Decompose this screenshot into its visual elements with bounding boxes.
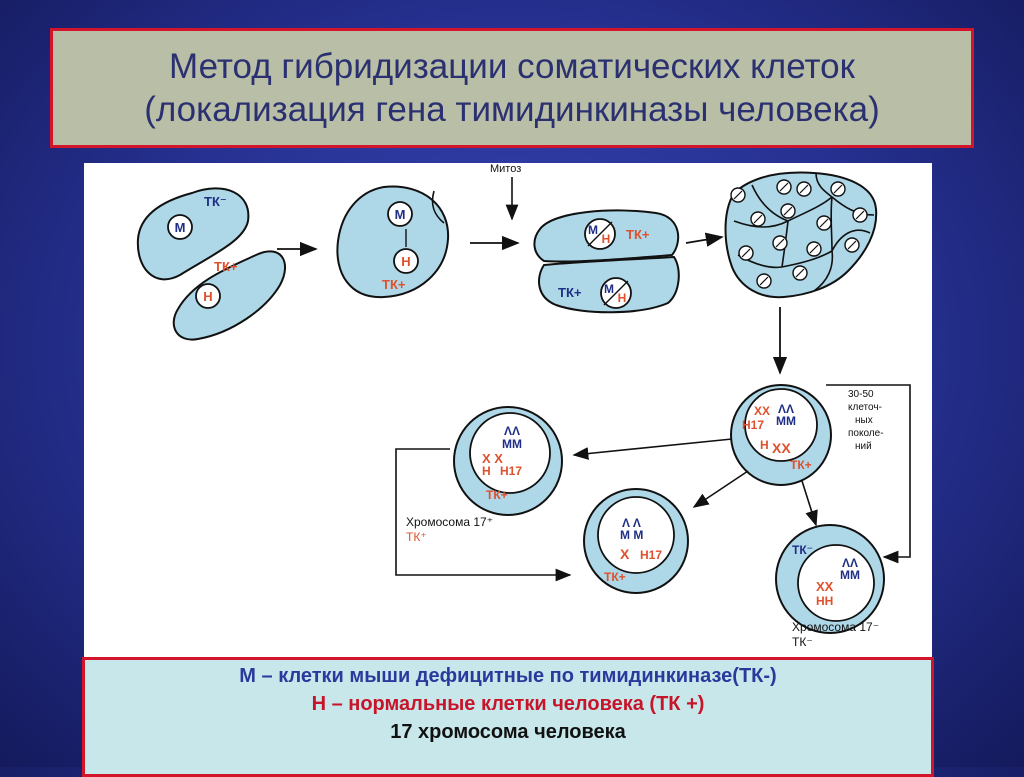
arrow-to-right-cell <box>801 480 818 527</box>
tk-plus-label-1: ТК+ <box>214 259 238 274</box>
colony-nucleus-slash <box>809 244 819 254</box>
descendant-cell-left: ΛΛ ММ Х Х Н Н17 ТК+ <box>453 406 563 516</box>
right-cell-nucleus <box>797 544 875 622</box>
human-nucleus <box>195 283 221 309</box>
central-xx-h2: ХХ <box>772 440 791 456</box>
central-xx-h: ХХ <box>754 404 770 418</box>
fused-cell <box>336 185 450 299</box>
chromosome-17-minus-line2: ТК⁻ <box>792 635 813 649</box>
left-cell-nucleus <box>469 412 551 494</box>
middle-cell-nucleus <box>597 496 675 574</box>
slide-title: Метод гибридизации соматических клеток (… <box>50 28 974 148</box>
chromosome-17-plus-line2: ТК⁺ <box>406 530 427 544</box>
central-h: Н <box>760 438 769 452</box>
central-cell-nucleus <box>744 388 818 462</box>
tk-plus-label-6: ТК+ <box>486 488 508 502</box>
tk-plus-label-5: ТК+ <box>790 458 812 472</box>
colony-nucleus-slash <box>733 190 743 200</box>
right-hh: НН <box>816 594 833 608</box>
stage-colony <box>724 171 878 299</box>
title-line-1: Метод гибридизации соматических клеток <box>169 47 855 86</box>
tk-minus-label-1: ТК⁻ <box>204 194 227 209</box>
fused-human-nucleus-label: Н <box>401 254 410 269</box>
stage-fused-cell: М Н ТК+ <box>336 185 450 299</box>
legend-chromosome-17: 17 хромосома человека <box>390 721 626 743</box>
generations-annotation: 30-50 клеточ- ных поколе- ний <box>826 384 911 564</box>
legend-box: М – клетки мыши дефицитные по тимидинкин… <box>82 657 934 777</box>
arrow-to-left-cell <box>572 438 733 460</box>
central-h17: Н17 <box>742 418 764 432</box>
colony-nucleus-slash <box>819 218 829 228</box>
colony-nucleus-slash <box>833 184 843 194</box>
generations-line: ных <box>855 415 873 426</box>
colony-nucleus-slash <box>741 248 751 258</box>
descendant-cell-middle: Λ Λ М М Х Н17 ТК+ <box>583 488 689 594</box>
human-cell <box>172 250 286 341</box>
colony-nucleus-slash <box>799 184 809 194</box>
hybrid-top-m: М <box>588 223 598 237</box>
colony-nucleus-slash <box>775 238 785 248</box>
middle-x: Х <box>620 546 630 562</box>
legend-mouse: М – клетки мыши дефицитные по тимидинкин… <box>239 665 777 687</box>
generations-line: 30-50 <box>848 389 874 400</box>
arrow-3 <box>685 232 724 247</box>
hybrid-top-slash <box>587 221 613 247</box>
generations-line: клеточ- <box>848 402 882 413</box>
middle-h17: Н17 <box>640 548 662 562</box>
generations-line: поколе- <box>848 428 884 439</box>
legend-human: Н – нормальные клетки человека (ТК +) <box>311 693 705 715</box>
hybrid-top-h: Н <box>602 232 611 246</box>
feedback-loop-arrow <box>395 448 572 582</box>
left-x-h: Х Х <box>482 451 503 466</box>
tk-plus-label-3: ТК+ <box>626 227 650 242</box>
mouse-nucleus-label: М <box>175 220 186 235</box>
diagram-panel: М ТК⁻ Н ТК+ М Н ТК+ Митоз М Н ТК+ М Н ТК… <box>84 163 932 658</box>
tk-plus-label-4: ТК+ <box>558 285 582 300</box>
mouse-cell <box>136 187 250 281</box>
human-nucleus-label: Н <box>203 289 212 304</box>
title-line-2: (локализация гена тимидинкиназы человека… <box>144 90 880 129</box>
central-hybrid-cell: ХХ Н17 ΛΛ ММ Н ХХ ТК+ <box>730 384 832 486</box>
right-caret-m: ΛΛ <box>842 556 858 570</box>
left-h17: Н17 <box>500 464 522 478</box>
middle-mm: М М <box>620 528 643 542</box>
colony-nuclei <box>730 179 868 289</box>
stage-separate-cells: М ТК⁻ Н ТК+ <box>136 187 286 341</box>
left-mm: ММ <box>502 437 522 451</box>
colony-nucleus-slash <box>753 214 763 224</box>
fused-mouse-nucleus-label: М <box>395 207 406 222</box>
hybrid-bottom-h: Н <box>618 291 627 305</box>
left-h: Н <box>482 464 491 478</box>
mitosis-label: Митоз <box>490 163 521 175</box>
right-xx: ХХ <box>816 579 834 594</box>
colony-nucleus-slash <box>795 268 805 278</box>
central-mm: ММ <box>776 414 796 428</box>
stage-dividing-hybrid: М Н ТК+ М Н ТК+ <box>533 209 680 314</box>
left-caret-m: ΛΛ <box>504 424 520 438</box>
arrow-to-middle-cell <box>692 470 749 508</box>
generations-bracket <box>826 384 911 564</box>
cell-hybridization-diagram: М ТК⁻ Н ТК+ М Н ТК+ Митоз М Н ТК+ М Н ТК… <box>136 163 911 649</box>
fused-mouse-nucleus <box>387 201 413 227</box>
chromosome-17-minus-line1: Хромосома 17⁻ <box>792 620 879 634</box>
colony-nucleus-slash <box>779 182 789 192</box>
tk-plus-label-7: ТК+ <box>604 570 626 584</box>
hybrid-bottom-m: М <box>604 282 614 296</box>
colony-nucleus-slash <box>855 210 865 220</box>
mouse-nucleus <box>167 214 193 240</box>
right-mm: ММ <box>840 568 860 582</box>
colony-nucleus-slash <box>783 206 793 216</box>
colony-nucleus-slash <box>847 240 857 250</box>
colony-nucleus-slash <box>759 276 769 286</box>
hybrid-bottom-slash <box>603 280 629 306</box>
descendant-cell-right: ТК⁻ ΛΛ ММ ХХ НН <box>775 524 885 634</box>
middle-caret-m: Λ Λ <box>622 516 641 530</box>
chromosome-17-plus-line1: Хромосома 17⁺ <box>406 515 493 529</box>
tk-plus-label-2: ТК+ <box>382 277 406 292</box>
central-caret-m: ΛΛ <box>778 402 794 416</box>
fused-human-nucleus <box>393 248 419 274</box>
fusion-groove <box>431 190 445 224</box>
generations-line: ний <box>855 441 872 452</box>
tk-minus-label-2: ТК⁻ <box>792 543 813 557</box>
